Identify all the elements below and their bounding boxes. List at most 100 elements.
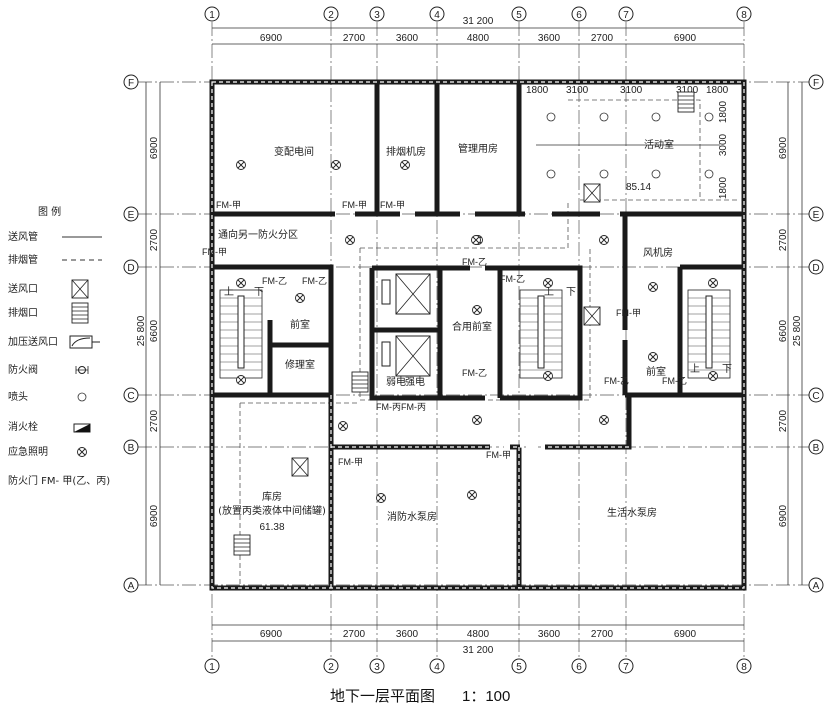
room-shared-lobby: 合用前室	[452, 320, 492, 333]
svg-text:FM-甲: FM-甲	[616, 308, 641, 318]
dimensions-right: 6900 2700 6600 25 800 2700 6900	[778, 82, 803, 585]
room-storage-note: (放置丙类液体中间储罐)	[218, 504, 326, 517]
svg-text:2700: 2700	[778, 228, 789, 251]
svg-text:上: 上	[544, 286, 554, 298]
svg-text:防火阀: 防火阀	[8, 363, 38, 376]
svg-text:D: D	[127, 263, 134, 274]
room-repair: 修理室	[285, 358, 315, 371]
sprinklers: 1800 3100 3100 3100 1800 1800 3000 1800	[526, 85, 729, 199]
svg-text:2: 2	[328, 10, 334, 21]
svg-text:强电: 强电	[405, 375, 425, 388]
svg-text:3100: 3100	[620, 85, 643, 96]
svg-text:3600: 3600	[396, 629, 419, 640]
svg-text:3600: 3600	[538, 33, 561, 44]
axis-label: 1	[209, 10, 215, 21]
svg-text:4: 4	[434, 662, 440, 673]
walls	[209, 79, 747, 591]
svg-text:8: 8	[741, 662, 747, 673]
svg-text:FM-丙FM-丙: FM-丙FM-丙	[376, 402, 426, 412]
svg-text:C: C	[127, 391, 134, 402]
svg-text:2700: 2700	[591, 33, 614, 44]
svg-text:6900: 6900	[149, 136, 160, 159]
svg-text:A: A	[128, 581, 135, 592]
svg-text:FM-乙: FM-乙	[302, 276, 327, 286]
svg-text:送风口: 送风口	[8, 282, 38, 295]
svg-text:3600: 3600	[538, 629, 561, 640]
svg-text:2: 2	[328, 662, 334, 673]
svg-text:D: D	[812, 263, 819, 274]
svg-text:3100: 3100	[676, 85, 699, 96]
svg-text:排烟管: 排烟管	[8, 253, 38, 266]
smoke-vent-icon	[71, 302, 89, 324]
room-domestic-pump: 生活水泵房	[607, 506, 657, 519]
svg-text:6: 6	[576, 662, 582, 673]
svg-text:FM-乙: FM-乙	[500, 274, 525, 284]
svg-text:送风管: 送风管	[8, 230, 38, 243]
room-lobby-left: 前室	[290, 318, 310, 331]
svg-text:FM-甲: FM-甲	[486, 450, 511, 460]
door-labels: FM-甲 FM-甲 FM-甲 FM-甲 FM-乙 FM-乙 FM-乙 FM-乙 …	[202, 200, 687, 467]
svg-text:下: 下	[566, 287, 576, 298]
room-storage: 库房	[262, 490, 282, 503]
supply-vent-icon	[71, 279, 89, 299]
room-activity-area: 85.14	[626, 182, 651, 193]
dimensions-top: 31 200 6900 2700 3600 4800 3600 2700 690…	[212, 16, 744, 45]
svg-text:1800: 1800	[706, 85, 729, 96]
svg-text:7: 7	[623, 10, 629, 21]
room-storage-area: 61.38	[259, 522, 284, 533]
svg-text:7: 7	[623, 662, 629, 673]
svg-text:下: 下	[722, 364, 732, 375]
svg-text:FM-甲: FM-甲	[216, 200, 241, 210]
svg-text:消火栓: 消火栓	[8, 420, 38, 433]
svg-text:1800: 1800	[718, 100, 729, 123]
svg-text:4800: 4800	[467, 33, 490, 44]
svg-text:上: 上	[690, 363, 700, 375]
svg-text:FM-乙: FM-乙	[662, 376, 687, 386]
svg-text:3: 3	[374, 662, 380, 673]
svg-text:FM-甲: FM-甲	[202, 247, 227, 257]
svg-text:5: 5	[516, 10, 522, 21]
svg-text:E: E	[813, 210, 820, 221]
svg-text:3: 3	[374, 10, 380, 21]
drawing-title: 地下一层平面图 1：100	[330, 687, 510, 705]
svg-text:2700: 2700	[149, 409, 160, 432]
svg-text:FM-乙: FM-乙	[462, 368, 487, 378]
svg-text:喷头: 喷头	[8, 391, 28, 403]
svg-text:FM-乙: FM-乙	[262, 276, 287, 286]
svg-text:1: 1	[209, 662, 215, 673]
room-smoke-fan: 排烟机房	[386, 145, 426, 158]
svg-text:应急照明: 应急照明	[8, 445, 48, 458]
svg-text:4: 4	[434, 10, 440, 21]
svg-text:25 800: 25 800	[136, 315, 147, 346]
svg-text:FM-甲: FM-甲	[338, 457, 363, 467]
svg-text:2700: 2700	[343, 629, 366, 640]
svg-text:25 800: 25 800	[792, 315, 803, 346]
svg-text:排烟口: 排烟口	[8, 306, 38, 319]
svg-text:31 200: 31 200	[463, 645, 494, 656]
svg-text:FM-乙: FM-乙	[604, 376, 629, 386]
svg-text:6900: 6900	[674, 629, 697, 640]
dimensions-left: 6900 2700 6600 25 800 2700 6900	[136, 82, 161, 585]
room-management: 管理用房	[458, 142, 498, 155]
svg-text:6900: 6900	[260, 33, 283, 44]
svg-text:8: 8	[741, 10, 747, 21]
svg-text:FM-乙: FM-乙	[462, 257, 487, 267]
axis-bubbles: 1 2 3 4 5 6 7 8 1 2 3 4 5 6 7 8 F E D C …	[123, 6, 824, 674]
svg-text:B: B	[813, 443, 820, 454]
svg-text:6600: 6600	[149, 319, 160, 342]
room-fan: 风机房	[643, 246, 673, 259]
svg-text:上: 上	[224, 286, 234, 298]
svg-text:3000: 3000	[718, 133, 729, 156]
fire-hydrant-icon	[73, 423, 91, 433]
room-lobby-right: 前室	[646, 365, 666, 378]
fire-damper-icon	[75, 366, 89, 374]
svg-text:FM-甲: FM-甲	[380, 200, 405, 210]
svg-text:1800: 1800	[718, 176, 729, 199]
room-labels: 变配电间 排烟机房 管理用房 活动室 85.14 风机房 合用前室 前室 前室 …	[218, 138, 674, 533]
wall-hatch	[211, 81, 745, 589]
svg-text:E: E	[128, 210, 135, 221]
svg-text:4800: 4800	[467, 629, 490, 640]
svg-text:1800: 1800	[526, 85, 549, 96]
legend: 图 例 送风管 排烟管 送风口 排烟口 加压送风口 防火阀 喷头 消火栓 应急照…	[8, 205, 110, 487]
